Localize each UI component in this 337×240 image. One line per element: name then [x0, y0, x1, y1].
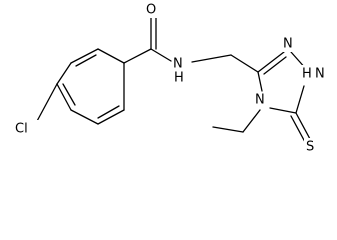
atom-triazole-n4: N — [255, 93, 265, 108]
atom-triazole-n1: N — [283, 37, 293, 52]
bond-c2-c3 — [70, 48, 99, 64]
molecular-structure-diagram: O N H Cl N H N N S — [14, 2, 330, 155]
bond-c2-c3-inner — [75, 54, 97, 67]
bond-c5-n4 — [269, 107, 297, 114]
atom-triazole-n2: N — [315, 67, 325, 82]
atom-chlorine: Cl — [15, 122, 28, 137]
bond-carbonyl-nitrogen — [150, 48, 172, 62]
bond-c3-c4 — [56, 62, 72, 85]
bond-c6-c1-inner — [97, 105, 120, 119]
bond-c5-sulfur — [295, 112, 311, 140]
bond-n4-ethyl — [242, 109, 261, 133]
atom-label-layer: O N H Cl N H N N S — [14, 2, 330, 155]
bond-nitrogen-methylene — [191, 54, 232, 63]
atom-oxygen: O — [146, 3, 156, 18]
bond-c5-sulfur-second — [290, 115, 306, 143]
bond-c5-c6 — [70, 109, 99, 125]
atom-amide-nitrogen: N — [173, 57, 183, 72]
atom-sulfur: S — [306, 140, 314, 155]
bond-methylene-triazole — [230, 54, 259, 73]
bond-ring-chlorine — [35, 83, 58, 124]
bond-c4-c5-inner — [62, 83, 76, 106]
bond-ethyl-methyl — [212, 126, 244, 133]
bond-c3-n2-inner — [263, 56, 287, 75]
bond-ring-carbonyl — [123, 48, 152, 64]
bond-layer — [35, 17, 311, 143]
bond-c3-n2 — [257, 51, 285, 73]
bond-c4-c5 — [56, 83, 72, 111]
atom-amide-hydrogen: H — [174, 71, 184, 86]
atom-triazole-n2-hydrogen: H — [302, 67, 312, 82]
bond-c1-c2 — [97, 48, 125, 64]
bond-n1-c5 — [295, 85, 305, 114]
bond-n4-c3 — [257, 71, 263, 92]
bond-c6-c1 — [97, 109, 125, 125]
